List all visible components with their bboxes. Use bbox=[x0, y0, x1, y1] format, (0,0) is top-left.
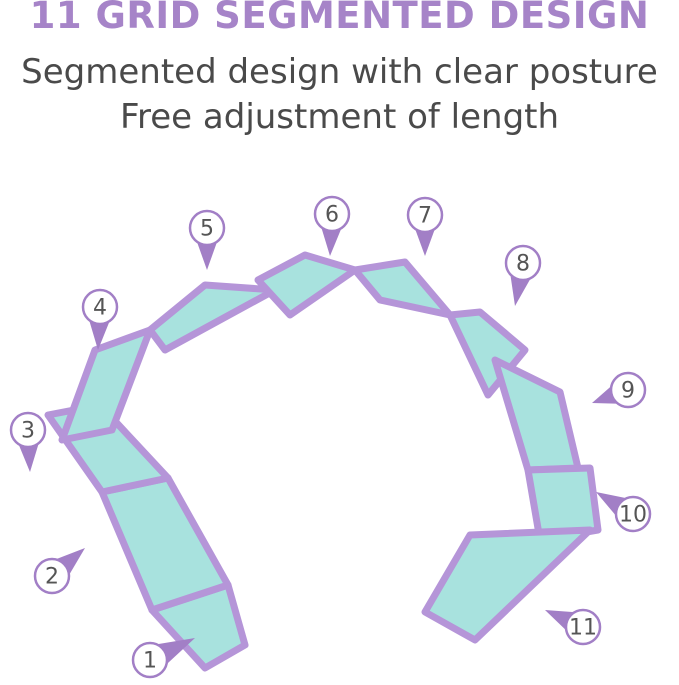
marker-10-icon: 10 bbox=[596, 492, 652, 533]
marker-circle bbox=[81, 288, 119, 326]
marker-circle bbox=[313, 195, 351, 233]
marker-label: 5 bbox=[200, 217, 214, 242]
strap-segment-11 bbox=[421, 526, 594, 644]
marker-9-icon: 9 bbox=[592, 371, 647, 409]
marker-11-icon: 11 bbox=[545, 608, 602, 646]
marker-circle bbox=[188, 209, 226, 247]
strap-segment-2 bbox=[98, 474, 232, 614]
strap-segment-5 bbox=[146, 281, 279, 354]
marker-label: 7 bbox=[418, 204, 432, 229]
marker-2-icon: 2 bbox=[33, 548, 85, 595]
marker-circle bbox=[406, 196, 444, 234]
marker-label: 1 bbox=[143, 649, 157, 674]
strap-segment-7 bbox=[351, 258, 454, 319]
marker-3-icon: 3 bbox=[9, 411, 47, 472]
marker-circle bbox=[504, 244, 542, 282]
marker-circle bbox=[33, 557, 71, 595]
strap-segment-8 bbox=[446, 308, 529, 399]
marker-label: 4 bbox=[93, 296, 107, 321]
marker-label: 11 bbox=[569, 616, 597, 641]
strap-segment-4 bbox=[58, 326, 154, 444]
strap-segment-9 bbox=[491, 356, 582, 474]
subtitle-line-1: Segmented design with clear posture bbox=[21, 52, 658, 92]
subtitle-line-2: Free adjustment of length bbox=[119, 97, 560, 137]
marker-label: 3 bbox=[21, 419, 35, 444]
strap-segments bbox=[44, 251, 602, 672]
strap-segment-10 bbox=[524, 464, 602, 544]
marker-8-icon: 8 bbox=[504, 244, 542, 306]
marker-6-icon: 6 bbox=[313, 195, 351, 256]
marker-circle bbox=[131, 641, 169, 679]
marker-label: 9 bbox=[621, 379, 635, 404]
marker-4-icon: 4 bbox=[81, 288, 119, 350]
marker-label: 8 bbox=[516, 252, 530, 277]
marker-7-icon: 7 bbox=[406, 196, 444, 256]
segment-markers: 1 2 3 4 5 6 7 8 9 10 11 bbox=[9, 195, 652, 679]
headline: 11 GRID SEGMENTED DESIGN bbox=[29, 0, 650, 37]
marker-circle bbox=[614, 495, 652, 533]
marker-1-icon: 1 bbox=[131, 638, 195, 679]
marker-circle bbox=[609, 371, 647, 409]
marker-label: 10 bbox=[619, 503, 647, 528]
marker-label: 2 bbox=[45, 565, 59, 590]
marker-circle bbox=[564, 608, 602, 646]
strap-segment-6 bbox=[254, 251, 359, 319]
marker-label: 6 bbox=[325, 203, 339, 228]
marker-5-icon: 5 bbox=[188, 209, 226, 270]
marker-circle bbox=[9, 411, 47, 449]
